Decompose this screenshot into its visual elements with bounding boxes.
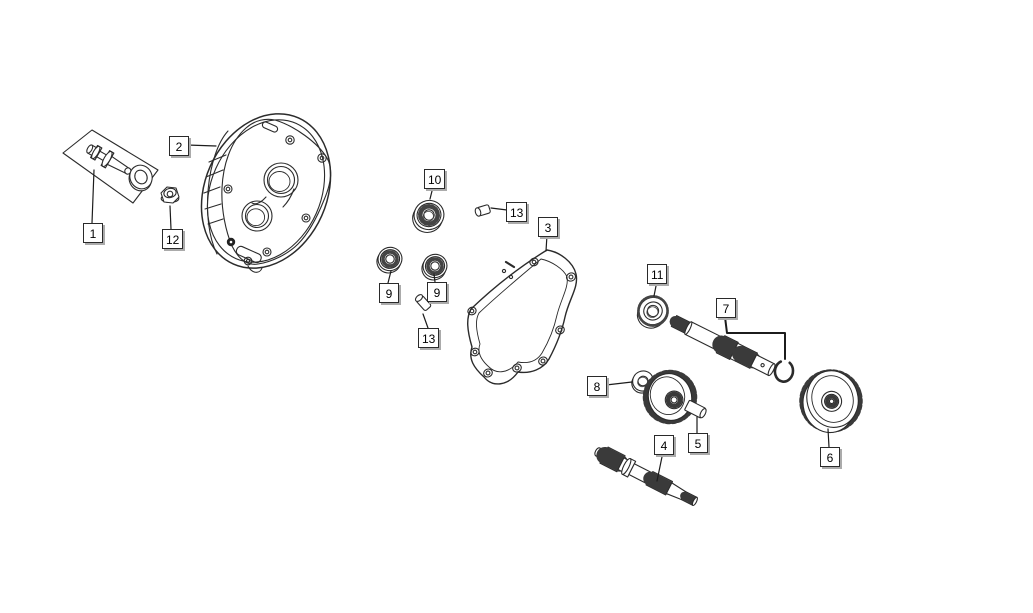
kit-seal-ring — [128, 164, 153, 192]
callout-9-right-label: 9 — [433, 285, 441, 300]
callout-7-label: 7 — [722, 301, 730, 316]
leader-line-6 — [827, 428, 830, 448]
leader-line-7 — [724, 316, 786, 360]
callout-6-label: 6 — [826, 450, 834, 465]
leader-line-10 — [429, 186, 434, 200]
part-2-cover — [200, 113, 332, 273]
callout-5[interactable]: 5 — [688, 433, 708, 453]
part-11-seal — [636, 295, 669, 329]
leader-line-12 — [169, 205, 172, 230]
callout-13-top[interactable]: 13 — [506, 202, 528, 222]
callout-2[interactable]: 2 — [169, 136, 189, 156]
callout-12-label: 12 — [166, 232, 180, 247]
callout-8[interactable]: 8 — [587, 376, 607, 396]
callout-13-bottom[interactable]: 13 — [418, 328, 440, 348]
leader-line-13-top — [490, 207, 508, 211]
part-9-bearing-right — [421, 253, 448, 281]
leader-line-13-bottom — [422, 313, 429, 329]
part-13-pin-top — [474, 204, 491, 217]
part-9-bearing-left — [376, 246, 403, 274]
callout-1[interactable]: 1 — [83, 223, 103, 243]
callout-4[interactable]: 4 — [654, 435, 674, 455]
part-13-pin-bottom — [414, 294, 432, 311]
part-7-circlip — [773, 360, 795, 383]
leader-line-2 — [186, 144, 217, 147]
callout-2-label: 2 — [175, 139, 183, 154]
callout-9-left[interactable]: 9 — [379, 283, 399, 303]
gasket-bolt-holes — [467, 257, 577, 378]
leader-line-9-right — [433, 273, 436, 283]
leader-line-4 — [656, 451, 664, 482]
callout-6[interactable]: 6 — [820, 447, 840, 467]
callout-5-label: 5 — [694, 436, 702, 451]
callout-13-top-label: 13 — [510, 205, 524, 220]
part-12-nut — [160, 186, 180, 204]
part-3-gasket — [467, 249, 578, 385]
cover-bolt-holes — [223, 135, 327, 266]
callout-10[interactable]: 10 — [424, 169, 446, 189]
leader-line-3 — [545, 234, 548, 252]
gear-shaft-stub — [684, 399, 707, 419]
callout-4-label: 4 — [660, 438, 668, 453]
part-4-input-shaft — [594, 446, 699, 507]
part-10-bearing — [412, 199, 445, 234]
leader-line-1 — [91, 169, 95, 224]
part-1-kit — [62, 129, 159, 204]
callout-11[interactable]: 11 — [647, 264, 668, 284]
leader-lines — [91, 144, 830, 482]
callout-13-bottom-label: 13 — [422, 331, 436, 346]
callout-3-label: 3 — [544, 220, 552, 235]
part-5-gear — [642, 369, 707, 425]
callout-3[interactable]: 3 — [538, 217, 558, 237]
callout-8-label: 8 — [593, 379, 601, 394]
leader-line-8 — [605, 381, 633, 386]
callout-1-label: 1 — [89, 226, 97, 241]
part-7-output-shaft — [669, 315, 776, 377]
part-6-gear-wheel — [799, 369, 863, 434]
callout-9-left-label: 9 — [385, 286, 393, 301]
callout-10-label: 10 — [428, 172, 442, 187]
callout-12[interactable]: 12 — [162, 229, 184, 249]
callout-7[interactable]: 7 — [716, 298, 736, 318]
leader-line-9-left — [387, 270, 392, 284]
callout-9-right[interactable]: 9 — [427, 282, 447, 302]
callout-11-label: 11 — [651, 267, 664, 282]
